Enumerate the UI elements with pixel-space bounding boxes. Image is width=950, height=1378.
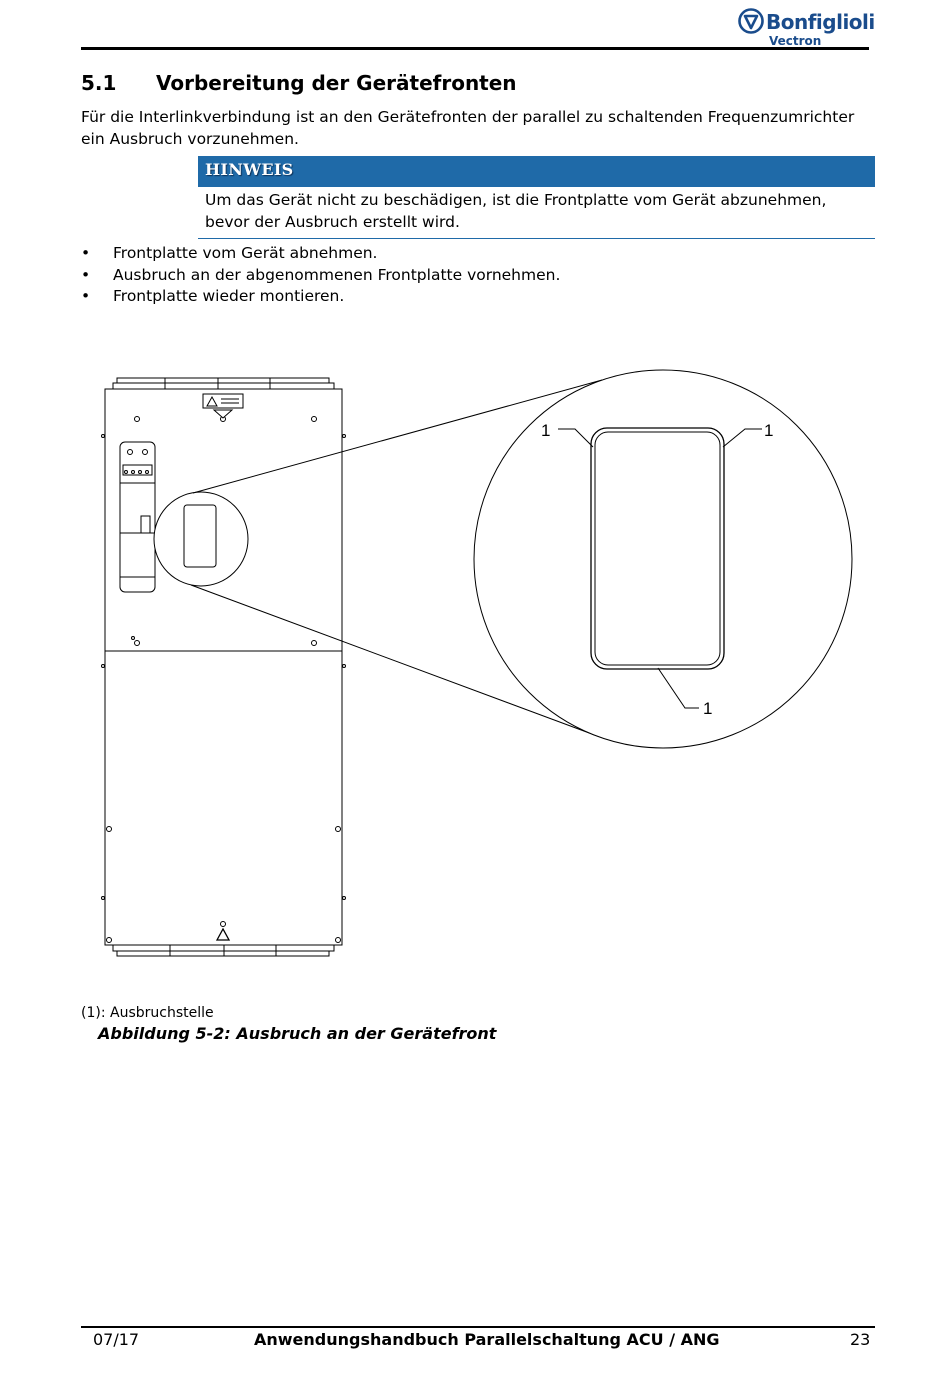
detail-zoom-circle xyxy=(473,369,853,749)
note-text: Um das Gerät nicht zu beschädigen, ist d… xyxy=(198,187,875,239)
top-vents xyxy=(112,377,335,390)
steps-list: Frontplatte vom Gerät abnehmen. Ausbruch… xyxy=(81,243,871,308)
note-box: HINWEIS Um das Gerät nicht zu beschädige… xyxy=(198,156,875,239)
cutout-small xyxy=(183,504,217,568)
keypad-module xyxy=(119,441,156,593)
header-rule xyxy=(81,47,869,50)
callout-leader xyxy=(722,428,762,448)
zoom-line-bottom xyxy=(190,584,601,738)
brand-logo: Bonfiglioli Vectron xyxy=(738,6,875,48)
bonfiglioli-logo-icon xyxy=(738,8,764,34)
page-number: 23 xyxy=(850,1330,871,1349)
callout-number: 1 xyxy=(703,699,712,718)
warning-label-top xyxy=(202,393,244,422)
note-label: HINWEIS xyxy=(198,156,875,187)
warning-triangle-bottom xyxy=(215,927,231,941)
bottom-vents xyxy=(112,944,335,957)
screws xyxy=(101,416,346,943)
cutout-large-outer xyxy=(590,427,725,670)
section-title: Vorbereitung der Gerätefronten xyxy=(156,71,517,95)
callout-leader xyxy=(657,667,699,709)
zoom-line-top xyxy=(192,379,603,494)
brand-name: Bonfiglioli xyxy=(766,10,875,34)
footer-title: Anwendungshandbuch Parallelschaltung ACU… xyxy=(254,1330,720,1349)
figure-legend: (1): Ausbruchstelle xyxy=(81,1005,214,1021)
footer-date: 07/17 xyxy=(93,1330,140,1349)
section-number: 5.1 xyxy=(81,71,117,95)
intro-paragraph: Für die Interlinkverbindung ist an den G… xyxy=(81,108,855,148)
list-item: Frontplatte wieder montieren. xyxy=(81,286,871,308)
callout-number: 1 xyxy=(764,421,773,440)
list-item: Frontplatte vom Gerät abnehmen. xyxy=(81,243,871,265)
cutout-large-inner xyxy=(594,431,721,666)
brand-subname: Vectron xyxy=(769,34,822,48)
device-housing xyxy=(104,388,343,946)
detail-source-circle xyxy=(153,491,249,587)
footer-rule xyxy=(81,1326,875,1328)
figure-caption: Abbildung 5-2: Ausbruch an der Gerätefro… xyxy=(98,1024,497,1043)
list-item: Ausbruch an der abgenommenen Frontplatte… xyxy=(81,265,871,287)
section-heading: 5.1 Vorbereitung der Gerätefronten xyxy=(81,71,517,95)
callout-number: 1 xyxy=(541,421,550,440)
callout-leader xyxy=(558,428,594,448)
